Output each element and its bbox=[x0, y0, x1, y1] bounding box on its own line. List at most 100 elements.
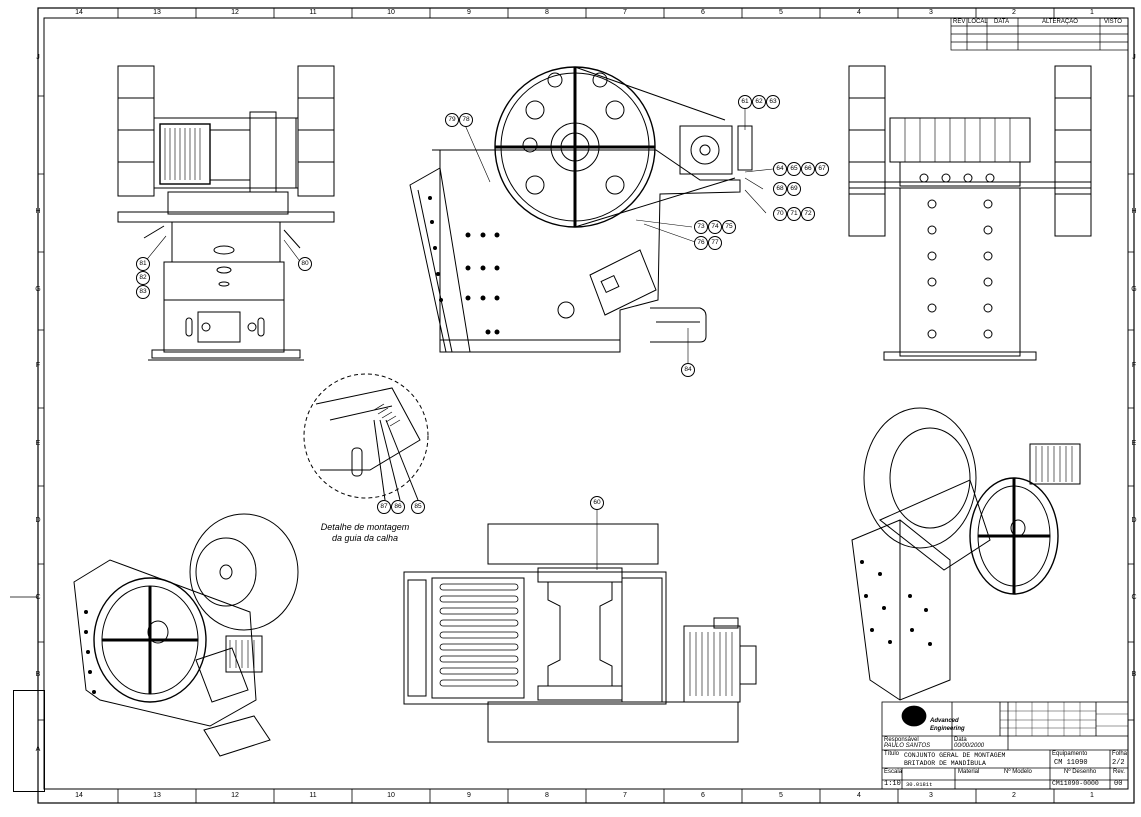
row-label-G: G bbox=[35, 286, 41, 293]
rev-header-rev: REV bbox=[953, 19, 966, 25]
balloon-70: 70 bbox=[773, 207, 787, 221]
row-label-B: B bbox=[35, 671, 41, 678]
col-label-bottom-6: 6 bbox=[701, 792, 705, 799]
col-label-bottom-8: 8 bbox=[545, 792, 549, 799]
col-label-2: 2 bbox=[1012, 9, 1016, 16]
responsavel-value: PAULO SANTOS bbox=[884, 743, 931, 749]
balloon-62: 62 bbox=[752, 95, 766, 109]
balloon-78: 78 bbox=[459, 113, 473, 127]
balloon-69: 69 bbox=[787, 182, 801, 196]
company-name-line2: Engineering bbox=[930, 726, 965, 732]
column-ticks bbox=[10, 8, 1134, 803]
row-label-right-F: F bbox=[1131, 362, 1137, 369]
col-label-bottom-4: 4 bbox=[857, 792, 861, 799]
outer-frame bbox=[37, 7, 1135, 804]
row-label-I: I bbox=[37, 130, 39, 137]
row-label-right-G: G bbox=[1131, 286, 1137, 293]
data-label: Data bbox=[954, 737, 967, 743]
row-label-J: J bbox=[36, 54, 40, 61]
balloon-85: 85 bbox=[411, 500, 425, 514]
title-block bbox=[881, 701, 1129, 790]
balloon-84: 84 bbox=[681, 363, 695, 377]
col-label-3: 3 bbox=[929, 9, 933, 16]
col-label-10: 10 bbox=[387, 9, 395, 16]
balloon-71: 71 bbox=[787, 207, 801, 221]
row-label-right-H: H bbox=[1131, 208, 1137, 215]
side-view bbox=[409, 66, 753, 353]
folha-value: 2/2 bbox=[1112, 759, 1125, 767]
row-label-D: D bbox=[35, 517, 41, 524]
col-label-bottom-3: 3 bbox=[929, 792, 933, 799]
balloon-81: 81 bbox=[136, 257, 150, 271]
front-view bbox=[117, 65, 335, 361]
balloon-63: 63 bbox=[766, 95, 780, 109]
row-label-F: F bbox=[35, 362, 41, 369]
col-label-bottom-10: 10 bbox=[387, 792, 395, 799]
row-label-right-E: E bbox=[1131, 440, 1137, 447]
detail-caption-line2: da guia da calha bbox=[331, 533, 399, 543]
balloon-61: 61 bbox=[738, 95, 752, 109]
balloon-87: 87 bbox=[377, 500, 391, 514]
detail-caption-line1: Detalhe de montagem bbox=[320, 522, 410, 532]
col-label-13: 13 bbox=[153, 9, 161, 16]
col-label-bottom-2: 2 bbox=[1012, 792, 1016, 799]
rev-value: 00 bbox=[1114, 780, 1123, 788]
balloon-72: 72 bbox=[801, 207, 815, 221]
revision-block bbox=[950, 17, 1129, 51]
folha-label: Folha bbox=[1112, 751, 1128, 757]
escala-label: Escala bbox=[884, 769, 903, 775]
col-label-bottom-9: 9 bbox=[467, 792, 471, 799]
material-label: Material bbox=[958, 769, 980, 775]
col-label-bottom-12: 12 bbox=[231, 792, 239, 799]
rev-header-data: DATA bbox=[994, 19, 1010, 25]
balloon-68: 68 bbox=[773, 182, 787, 196]
col-label-6: 6 bbox=[701, 9, 705, 16]
titulo-line2: BRITADOR DE MANDÍBULA bbox=[904, 760, 986, 767]
col-label-bottom-7: 7 bbox=[623, 792, 627, 799]
peso-value: 30.0181t bbox=[906, 781, 933, 788]
col-label-bottom-11: 11 bbox=[309, 792, 317, 799]
top-view bbox=[403, 523, 757, 743]
desenho-label: Nº Desenho bbox=[1064, 769, 1097, 775]
balloon-77: 77 bbox=[708, 236, 722, 250]
detail-view bbox=[303, 373, 429, 501]
col-label-bottom-1: 1 bbox=[1090, 792, 1094, 799]
balloon-83: 83 bbox=[136, 285, 150, 299]
iso-view-left bbox=[73, 513, 299, 757]
row-label-right-I: I bbox=[1133, 130, 1135, 137]
responsavel-label: Responsável bbox=[884, 737, 919, 743]
row-label-right-B: B bbox=[1131, 671, 1137, 678]
col-label-bottom-5: 5 bbox=[779, 792, 783, 799]
rear-view bbox=[848, 65, 1092, 361]
detail-caption: Detalhe de montagem da guia da calha bbox=[306, 522, 424, 544]
balloon-60: 60 bbox=[590, 496, 604, 510]
balloon-80: 80 bbox=[298, 257, 312, 271]
row-label-right-J: J bbox=[1132, 54, 1136, 61]
col-label-9: 9 bbox=[467, 9, 471, 16]
col-label-bottom-13: 13 bbox=[153, 792, 161, 799]
balloon-86: 86 bbox=[391, 500, 405, 514]
balloon-76: 76 bbox=[694, 236, 708, 250]
data-value: 00/00/2000 bbox=[954, 743, 985, 749]
rev-header-alteracao: ALTERAÇÃO bbox=[1042, 19, 1078, 25]
rev-header-visto: VISTO bbox=[1104, 19, 1122, 25]
side-note-box bbox=[13, 690, 45, 792]
col-label-14: 14 bbox=[75, 9, 83, 16]
balloon-82: 82 bbox=[136, 271, 150, 285]
inner-frame bbox=[43, 17, 1129, 790]
balloon-79: 79 bbox=[445, 113, 459, 127]
col-label-11: 11 bbox=[309, 9, 317, 16]
rev-label: Rev. bbox=[1113, 769, 1125, 775]
col-label-8: 8 bbox=[545, 9, 549, 16]
titulo-line1: CONJUNTO GERAL DE MONTAGEM bbox=[904, 752, 1006, 759]
col-label-12: 12 bbox=[231, 9, 239, 16]
balloon-66: 66 bbox=[801, 162, 815, 176]
titulo-label: Título bbox=[884, 751, 900, 757]
col-label-4: 4 bbox=[857, 9, 861, 16]
row-label-E: E bbox=[35, 440, 41, 447]
row-label-right-C: C bbox=[1131, 594, 1137, 601]
col-label-7: 7 bbox=[623, 9, 627, 16]
balloon-74: 74 bbox=[708, 220, 722, 234]
